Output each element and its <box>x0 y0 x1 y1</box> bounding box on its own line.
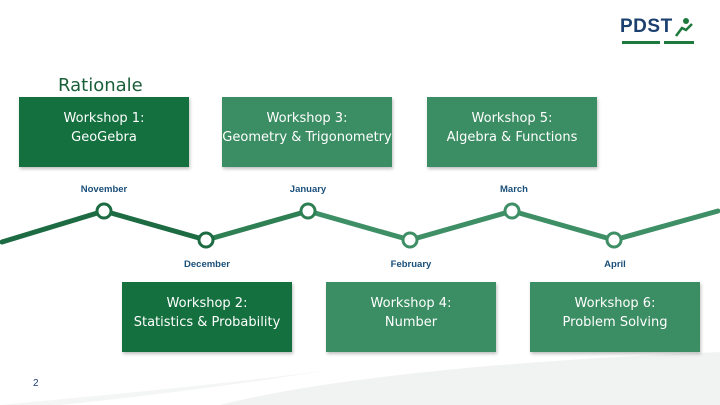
workshop-number: Workshop 4: <box>370 296 452 311</box>
month-label-november: November <box>80 184 128 195</box>
timeline-segment <box>0 208 107 245</box>
workshop-card-1: Workshop 1: GeoGebra <box>19 97 189 167</box>
workshop-card-2: Workshop 2: Statistics & Probability <box>122 282 292 352</box>
workshop-number: Workshop 3: <box>266 111 348 126</box>
page-number: 2 <box>33 378 39 389</box>
timeline <box>0 202 720 249</box>
workshop-number: Workshop 5: <box>471 111 553 126</box>
workshop-card-5: Workshop 5: Algebra & Functions <box>427 97 597 167</box>
logo-bar <box>664 41 694 44</box>
timeline-segment <box>409 208 513 243</box>
timeline-node-march <box>503 202 521 220</box>
workshop-number: Workshop 2: <box>166 296 248 311</box>
logo-text: PDST <box>620 16 673 37</box>
month-label-january: January <box>289 184 327 195</box>
workshop-topic: Statistics & Probability <box>133 315 281 330</box>
pdst-logo: PDST <box>620 16 700 48</box>
timeline-segment <box>307 208 411 243</box>
workshop-card-6: Workshop 6: Problem Solving <box>530 282 700 352</box>
timeline-segment <box>103 208 207 243</box>
logo-bar <box>622 41 660 44</box>
logo-figure-icon <box>675 18 693 37</box>
workshop-topic: GeoGebra <box>71 130 137 145</box>
workshop-card-3: Workshop 3: Geometry & Trigonometry <box>222 97 392 167</box>
timeline-node-december <box>197 231 215 249</box>
workshop-topic: Number <box>384 315 438 330</box>
month-label-december: December <box>184 259 230 270</box>
timeline-node-february <box>401 231 419 249</box>
month-label-april: April <box>604 259 626 270</box>
workshop-topic: Algebra & Functions <box>446 130 578 145</box>
timeline-segment <box>511 208 615 243</box>
workshop-number: Workshop 6: <box>574 296 656 311</box>
timeline-segment <box>205 208 309 243</box>
workshop-card-4: Workshop 4: Number <box>326 282 496 352</box>
timeline-segment <box>611 208 720 243</box>
timeline-node-january <box>299 202 317 220</box>
workshop-number: Workshop 1: <box>63 111 145 126</box>
slide-title: Rationale <box>58 75 143 96</box>
workshop-topic: Problem Solving <box>562 315 668 330</box>
month-label-march: March <box>500 184 528 195</box>
timeline-node-april <box>605 231 623 249</box>
timeline-node-november <box>95 202 113 220</box>
month-label-february: February <box>390 259 432 270</box>
workshop-topic: Geometry & Trigonometry <box>222 130 392 145</box>
